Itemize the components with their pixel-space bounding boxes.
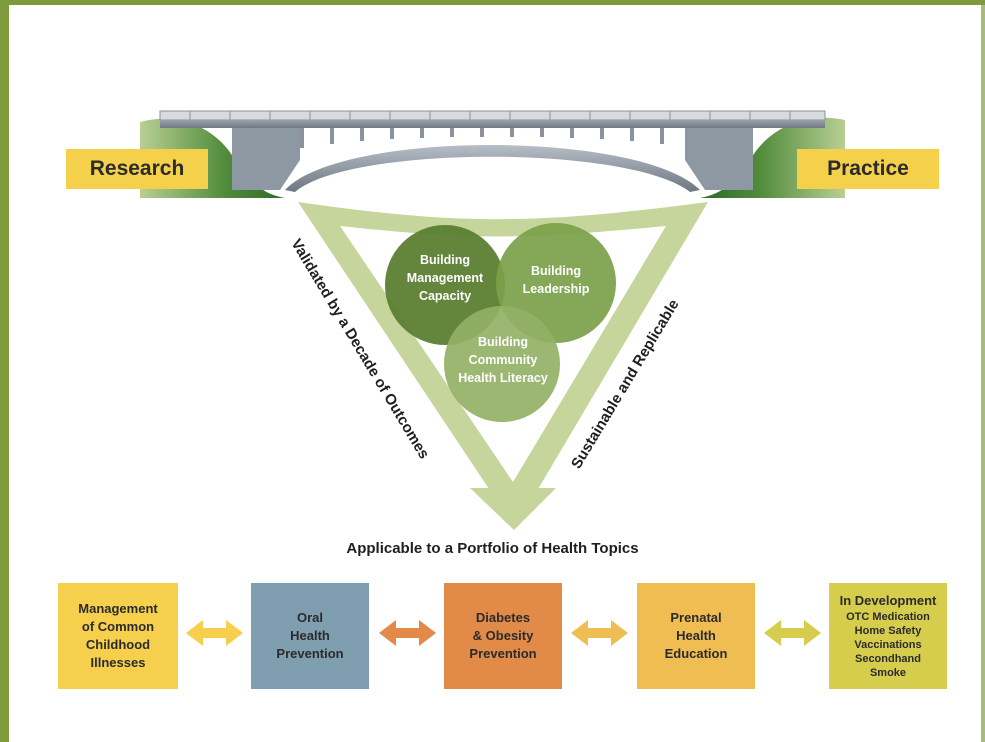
frame-right-edge: [981, 5, 985, 742]
topic-label: Management of Common Childhood Illnesses: [78, 601, 158, 670]
right-pier: [685, 128, 753, 190]
bridge: [159, 110, 826, 192]
circle-label-management: Building Management Capacity: [406, 253, 484, 303]
topic-label: Prenatal Health Education: [664, 610, 728, 661]
dev-item-smoke: Smoke: [869, 667, 907, 679]
arrow-1: [186, 620, 243, 646]
railing-posts: [189, 111, 791, 120]
circle-community-health-literacy: [444, 306, 560, 422]
practice-label: Practice: [797, 149, 939, 189]
topic-childhood-illnesses: Management of Common Childhood Illnesses: [58, 583, 178, 689]
topic-arrows: [186, 620, 821, 646]
in-development-title: In Development: [839, 593, 937, 608]
bridge-deck: [160, 120, 825, 128]
topic-in-development: In Development OTC Medication Home Safet…: [829, 583, 947, 689]
bridge-arch: [285, 145, 700, 192]
dev-item-vaccinations: Vaccinations: [854, 639, 922, 651]
funnel-arrowhead: [470, 488, 556, 530]
dev-item-home-safety: Home Safety: [854, 625, 922, 637]
arrow-3: [571, 620, 628, 646]
circle-label-community: Building Community Health Literacy: [458, 335, 548, 385]
topic-diabetes-obesity: Diabetes & Obesity Prevention: [444, 583, 562, 689]
topic-prenatal-health: Prenatal Health Education: [637, 583, 755, 689]
arrow-4: [764, 620, 821, 646]
bridge-railing: [159, 110, 826, 121]
arrow-2: [379, 620, 436, 646]
dev-item-secondhand: Secondhand: [854, 653, 921, 665]
topic-oral-health: Oral Health Prevention: [251, 583, 369, 689]
circle-label-leadership: Building Leadership: [522, 264, 590, 296]
topic-label: Diabetes & Obesity Prevention: [469, 610, 537, 661]
topic-label: Oral Health Prevention: [276, 610, 344, 661]
dev-item-otc: OTC Medication: [846, 611, 930, 623]
left-pier: [232, 128, 300, 190]
research-label: Research: [66, 149, 208, 189]
portfolio-title: Applicable to a Portfolio of Health Topi…: [346, 540, 639, 557]
